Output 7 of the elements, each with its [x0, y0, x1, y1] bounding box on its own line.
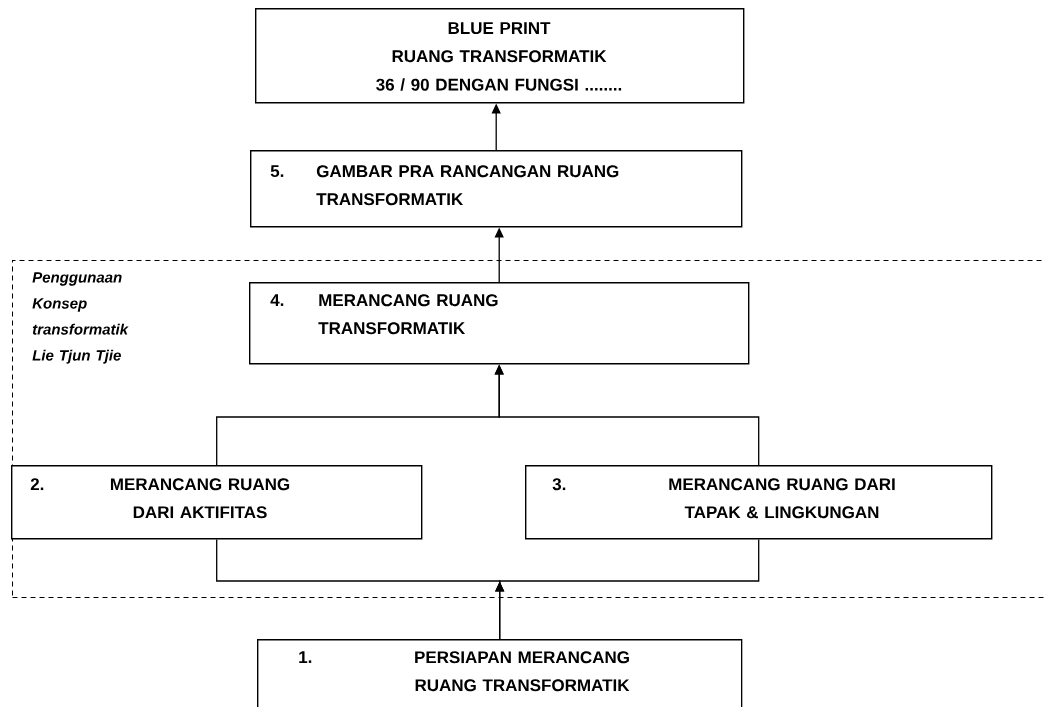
- process-box: 1. PERSIAPAN MERANCANG RUANG TRANSFORMATIK: [257, 639, 743, 707]
- process-box: 4. MERANCANG RUANG TRANSFORMATIK: [249, 282, 750, 365]
- process-box: 3. MERANCANG RUANG DARI TAPAK & LINGKUNGAN: [525, 465, 993, 540]
- process-box: 5. GAMBAR PRA RANCANGAN RUANG TRANSFORMATIK: [250, 150, 743, 228]
- process-box: 2. MERANCANG RUANG DARI AKTIFITAS: [11, 465, 423, 540]
- arrow: [495, 538, 760, 640]
- process-box: BLUE PRINT RUANG TRANSFORMATIK 36 / 90 DENGAN FUNGSI ........: [255, 8, 745, 104]
